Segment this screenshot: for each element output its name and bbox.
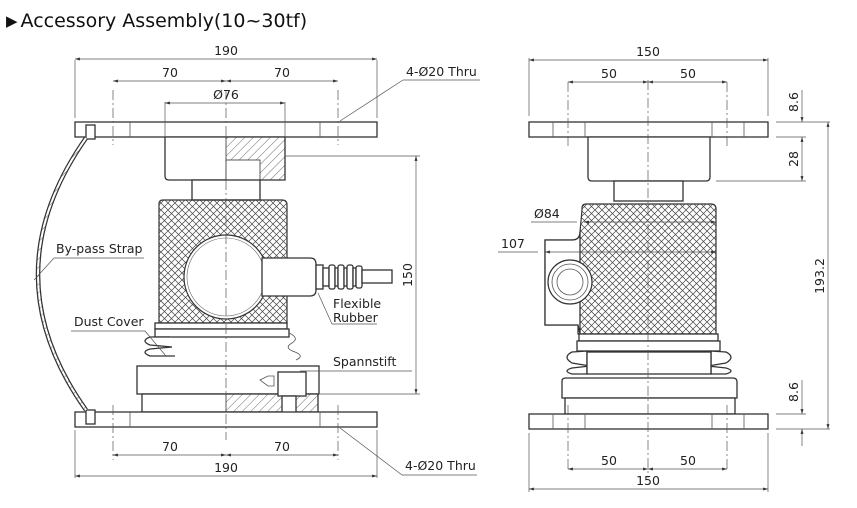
dim-side-top-50-right: 50 bbox=[680, 66, 696, 81]
label-rubber: Rubber bbox=[333, 310, 379, 325]
dim-front-diameter-76: Ø76 bbox=[213, 87, 239, 102]
dim-front-top-70-right: 70 bbox=[274, 65, 290, 80]
title-text: Accessory Assembly(10~30tf) bbox=[20, 10, 308, 32]
dim-side-bottom-150: 150 bbox=[636, 473, 660, 488]
label-bottom-holes: 4-Ø20 Thru bbox=[405, 458, 476, 473]
side-top-block bbox=[587, 136, 711, 182]
front-dust-cover bbox=[144, 336, 175, 357]
side-base-block bbox=[564, 397, 736, 415]
side-neck bbox=[613, 180, 684, 202]
dim-side-connector-107: 107 bbox=[501, 236, 525, 251]
diagram-title: ▶Accessory Assembly(10~30tf) bbox=[6, 10, 307, 32]
strap-bolt-top bbox=[85, 124, 96, 140]
dim-side-bottom-50-left: 50 bbox=[601, 453, 617, 468]
dim-front-bottom-70-right: 70 bbox=[274, 439, 290, 454]
dim-front-height-150: 150 bbox=[400, 263, 415, 287]
side-connector-port bbox=[547, 259, 593, 305]
label-dust-cover: Dust Cover bbox=[74, 314, 144, 329]
side-base-ring bbox=[561, 377, 738, 399]
strap-bolt-bottom bbox=[85, 409, 96, 425]
dim-side-total-193-2: 193.2 bbox=[812, 258, 827, 294]
front-view: 190 70 70 Ø76 4-Ø20 Thru 150 70 70 190 4… bbox=[33, 43, 480, 478]
spannstift-bolt bbox=[259, 371, 307, 419]
side-view: 150 50 50 8.6 28 193.2 8.6 Ø84 107 50 bbox=[498, 44, 830, 492]
dim-side-diameter-84: Ø84 bbox=[534, 206, 560, 221]
side-bottom-plate bbox=[528, 413, 769, 430]
flexible-rubber bbox=[315, 264, 393, 290]
dim-front-top-190: 190 bbox=[214, 43, 238, 58]
dim-side-block-28: 28 bbox=[786, 151, 801, 167]
dim-side-top-plate-8-6: 8.6 bbox=[786, 92, 801, 112]
cable bbox=[361, 269, 393, 284]
label-top-holes: 4-Ø20 Thru bbox=[406, 64, 477, 79]
dim-front-bottom-190: 190 bbox=[214, 460, 238, 475]
triangle-marker-icon: ▶ bbox=[6, 12, 18, 30]
dim-side-top-50-left: 50 bbox=[601, 66, 617, 81]
dim-side-bottom-50-right: 50 bbox=[680, 453, 696, 468]
side-dust-cover bbox=[566, 350, 591, 375]
label-bypass-strap: By-pass Strap bbox=[56, 241, 142, 256]
side-top-plate bbox=[528, 121, 769, 138]
label-spannstift: Spannstift bbox=[333, 354, 396, 369]
dim-side-top-150: 150 bbox=[636, 44, 660, 59]
label-flexible: Flexible bbox=[333, 296, 381, 311]
dim-front-bottom-70-left: 70 bbox=[162, 439, 178, 454]
dim-front-top-70-left: 70 bbox=[162, 65, 178, 80]
dim-side-bottom-plate-8-6: 8.6 bbox=[786, 382, 801, 402]
front-connector-housing bbox=[261, 257, 317, 297]
